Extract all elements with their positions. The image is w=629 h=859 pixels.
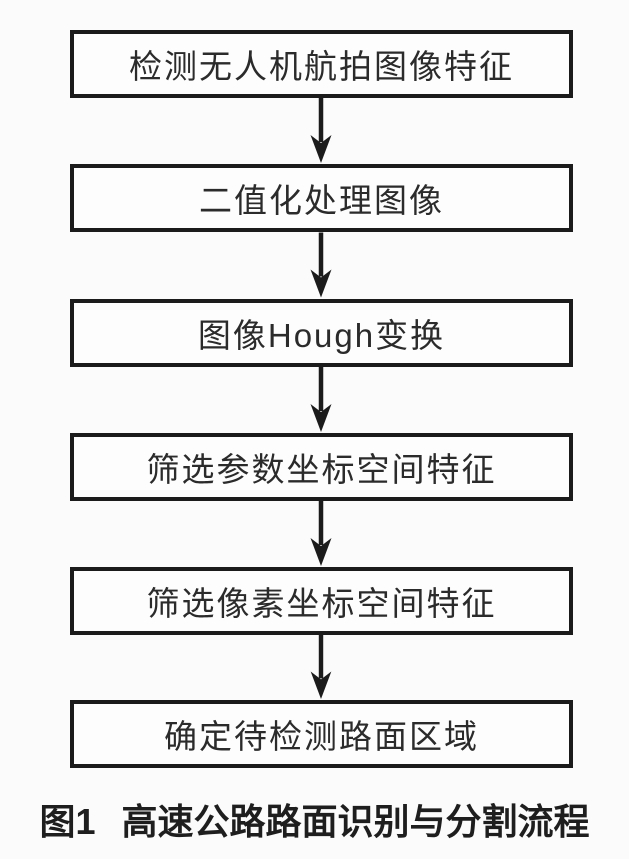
figure-caption: 图1 高速公路路面识别与分割流程 bbox=[0, 793, 629, 845]
figure-number: 图1 bbox=[39, 801, 96, 842]
figure-title: 高速公路路面识别与分割流程 bbox=[121, 801, 590, 842]
flow-step-binarize-image: 二值化处理图像 bbox=[70, 164, 573, 232]
flow-step-detect-uav-image-features: 检测无人机航拍图像特征 bbox=[70, 30, 573, 98]
down-arrow bbox=[310, 98, 332, 163]
flow-step-label: 筛选参数坐标空间特征 bbox=[146, 451, 497, 488]
flow-step-filter-pixel-space-features: 筛选像素坐标空间特征 bbox=[70, 567, 573, 635]
down-arrow bbox=[310, 635, 332, 700]
flow-step-label: 确定待检测路面区域 bbox=[164, 718, 479, 755]
flow-step-hough-transform: 图像Hough变换 bbox=[70, 299, 573, 367]
flow-step-label: 二值化处理图像 bbox=[199, 182, 444, 219]
flow-step-label: 检测无人机航拍图像特征 bbox=[129, 48, 514, 85]
flow-step-filter-parameter-space-features: 筛选参数坐标空间特征 bbox=[70, 433, 573, 501]
down-arrow bbox=[310, 501, 332, 566]
down-arrow bbox=[310, 367, 332, 432]
flow-step-determine-road-region: 确定待检测路面区域 bbox=[70, 700, 573, 768]
flow-step-label: 筛选像素坐标空间特征 bbox=[146, 585, 497, 622]
flow-step-label: 图像Hough变换 bbox=[197, 317, 446, 354]
down-arrow bbox=[310, 232, 332, 298]
